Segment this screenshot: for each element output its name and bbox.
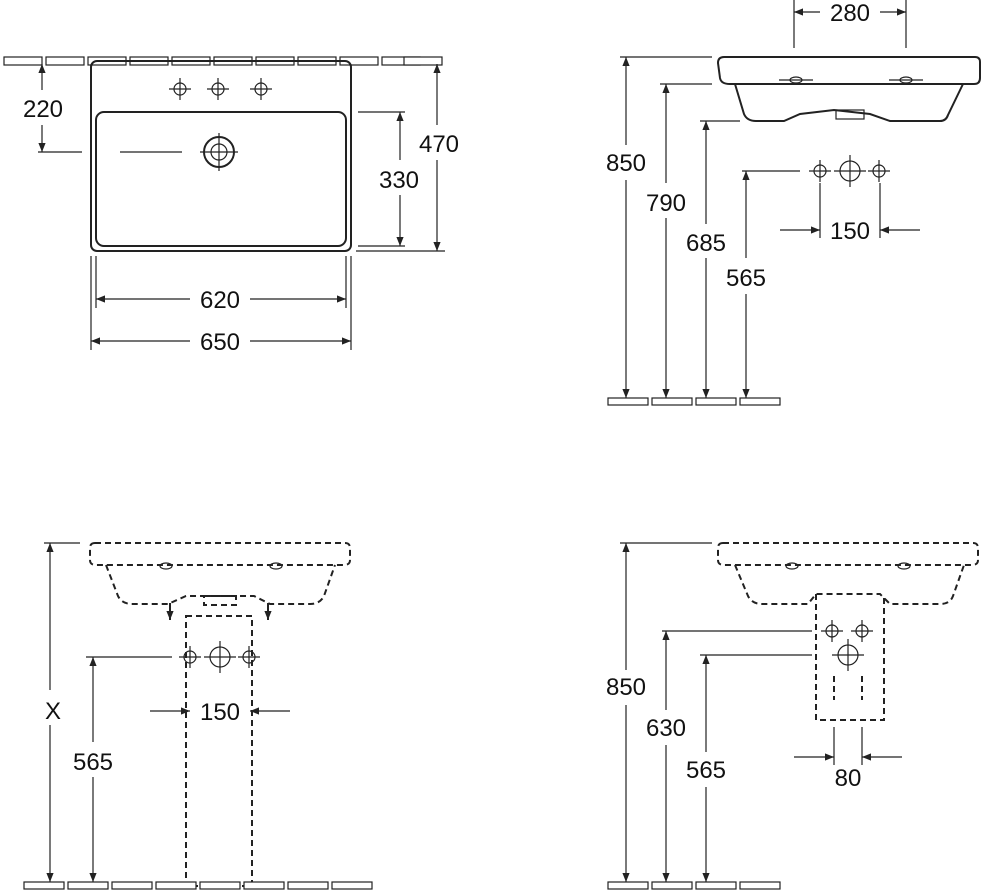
dim-280: 280 — [830, 0, 870, 27]
tap-hole-icon — [168, 77, 192, 101]
dim-220: 220 — [23, 96, 63, 123]
basin-outline-top — [90, 60, 352, 252]
side-view: 280 150 850 790 685 565 — [606, 0, 981, 406]
dim-685: 685 — [686, 230, 726, 257]
drain-outlet-icon — [833, 154, 867, 188]
valve-hole-icon — [867, 159, 891, 183]
floor-pedestal — [23, 881, 373, 890]
dim-x: X — [45, 698, 61, 725]
basin-side — [716, 56, 981, 122]
tap-hole-icon — [249, 77, 273, 101]
floor-side — [607, 397, 781, 406]
dim-650: 650 — [200, 329, 240, 356]
dim-470: 470 — [419, 131, 459, 158]
drain-icon — [200, 133, 238, 171]
top-view: 620 650 220 330 470 — [3, 56, 459, 356]
dim-80: 80 — [835, 765, 862, 792]
dim-565-semi: 565 — [686, 757, 726, 784]
semi-pedestal-outline — [815, 594, 885, 721]
dim-790: 790 — [646, 190, 686, 217]
drain-outlet-icon — [203, 640, 237, 674]
valve-hole-icon — [237, 645, 261, 669]
dim-630: 630 — [646, 715, 686, 742]
dim-565-side: 565 — [726, 265, 766, 292]
dim-150-pedestal: 150 — [200, 699, 240, 726]
valve-hole-icon — [178, 645, 202, 669]
valve-hole-icon — [820, 619, 844, 643]
dim-330: 330 — [379, 167, 419, 194]
pedestal-outline — [185, 615, 253, 887]
drain-outlet-icon — [831, 638, 865, 672]
valve-hole-icon — [850, 619, 874, 643]
dim-620: 620 — [200, 287, 240, 314]
semi-pedestal-view: 80 850 630 565 — [606, 542, 979, 890]
basin-dashed-pedestal — [89, 542, 351, 606]
dim-850-side: 850 — [606, 150, 646, 177]
basin-dashed-semi — [717, 542, 979, 605]
tap-hole-icon — [206, 77, 230, 101]
dim-150-side: 150 — [830, 218, 870, 245]
dim-565-pedestal: 565 — [73, 749, 113, 776]
valve-hole-icon — [808, 159, 832, 183]
bowl-outline-top — [95, 111, 347, 247]
floor-semi — [607, 881, 781, 890]
pedestal-view: 150 X 565 — [23, 542, 373, 890]
dim-850-semi: 850 — [606, 674, 646, 701]
